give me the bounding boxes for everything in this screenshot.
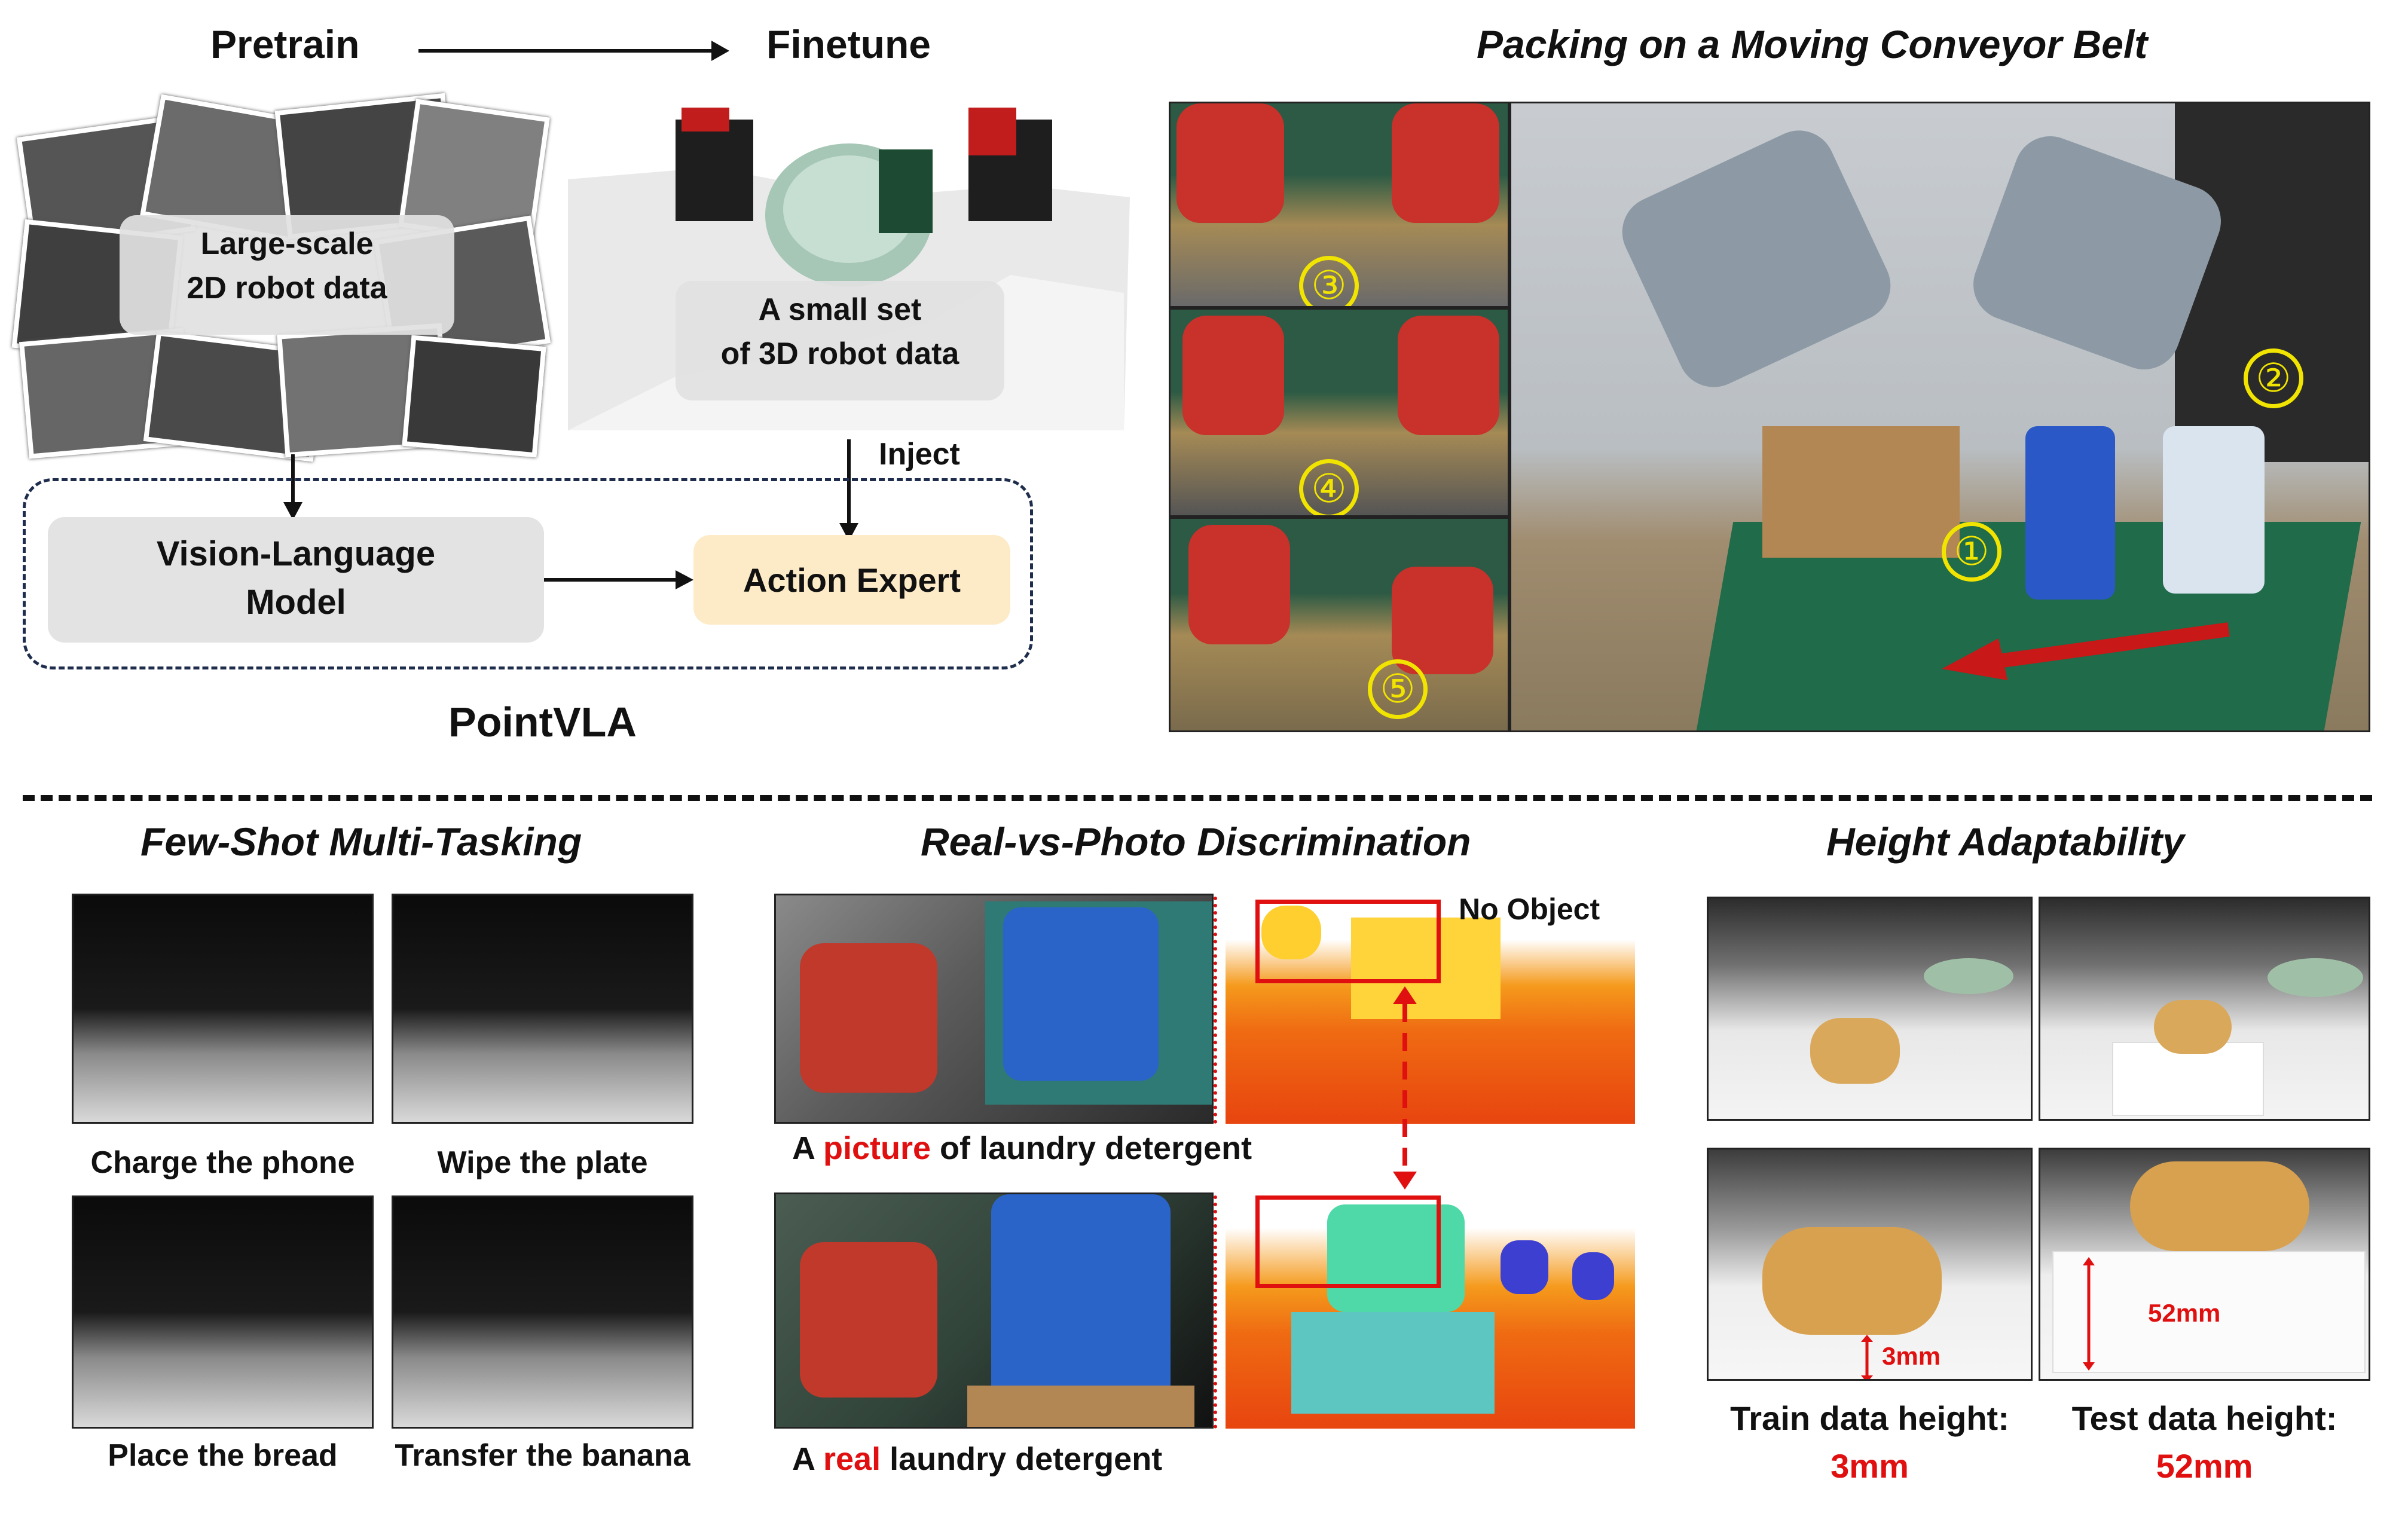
task-caption: Place the bread [108,1438,338,1473]
action-expert-label: Action Expert [742,561,961,599]
train-height-closeup: 3mm [1707,1148,2033,1381]
real-caption-highlight: real [823,1441,881,1477]
real-detergent-depth [1226,1192,1635,1429]
real-caption-suffix: laundry detergent [881,1441,1163,1477]
conveyor-title: Packing on a Moving Conveyor Belt [1477,22,2148,66]
large-data-line2: 2D robot data [187,271,387,305]
task-caption: Transfer the banana [395,1438,690,1473]
vlm-line2: Model [246,583,346,622]
few-shot-title: Few-Shot Multi-Tasking [140,820,582,864]
train-height-photo [1707,897,2033,1121]
small-data-line2: of 3D robot data [720,337,959,371]
3d-point-cloud: A small set of 3D robot data [556,96,1142,436]
picture-caption-highlight: picture [823,1130,931,1166]
test-height-value: 52mm [2156,1447,2253,1485]
vlm-to-action-arrow [544,570,693,589]
test-height-marker [2083,1257,2095,1371]
step4-badge: ④ [1299,459,1359,515]
train-height-value: 3mm [1831,1447,1909,1485]
real-vs-photo-title: Real-vs-Photo Discrimination [921,820,1471,864]
task-wipe-plate-photo [392,894,693,1124]
large-data-label-box: Large-scale 2D robot data [120,215,454,335]
test-height-label: Test data height: [2071,1399,2337,1437]
picture-caption: A picture of laundry detergent [792,1130,1252,1167]
task-charge-phone-photo [72,894,374,1124]
conveyor-direction-arrow [1942,622,2230,680]
task-place-bread-photo [72,1195,374,1429]
train-height-marker [1861,1335,1873,1379]
test-height-photo [2039,897,2370,1121]
inject-down-arrow [839,439,858,541]
no-object-highlight-box [1255,900,1441,983]
vision-language-model-box: Vision-Language Model [48,517,544,643]
finetune-title: Finetune [766,22,931,66]
real-caption-prefix: A [792,1441,823,1477]
step2-badge: ② [2244,348,2303,408]
train-height-small-label: 3mm [1882,1342,1941,1370]
conveyor-step5-photo: ⑤ [1169,517,1509,732]
test-height-small-label: 52mm [2148,1299,2221,1327]
pointvla-label: PointVLA [448,699,637,745]
conveyor-main-photo: ① ② [1509,102,2370,732]
task-caption: Wipe the plate [437,1145,648,1180]
step3-badge: ③ [1299,256,1359,306]
inject-label: Inject [879,437,960,472]
zoom-guide-line [1214,897,1229,1124]
task-caption: Charge the phone [90,1145,355,1180]
step5-badge: ⑤ [1368,659,1428,719]
photo-detergent-depth [1226,894,1635,1124]
photo-detergent-rgb [774,894,1214,1124]
zoom-guide-line [1214,1195,1229,1429]
photo-vs-real-arrow [1393,986,1417,1190]
2d-robot-data-collage: Large-scale 2D robot data [11,90,551,462]
conveyor-step4-photo: ④ [1169,308,1509,517]
section-divider [23,795,2372,801]
pretrain-title: Pretrain [210,22,360,66]
small-data-line1: A small set [758,292,922,327]
step1-badge: ① [1942,522,2001,582]
picture-caption-prefix: A [792,1130,823,1166]
test-height-closeup: 52mm [2039,1148,2370,1381]
no-object-label: No Object [1459,892,1600,926]
small-data-label-box: A small set of 3D robot data [676,281,1004,400]
pretrain-to-finetune-arrow [418,41,729,61]
height-title: Height Adaptability [1826,820,2184,864]
real-detergent-rgb [774,1192,1214,1429]
train-height-label: Train data height: [1730,1399,2009,1437]
action-expert-box: Action Expert [693,535,1010,625]
conveyor-step3-photo: ③ [1169,102,1509,308]
real-object-highlight-box [1255,1195,1441,1288]
large-data-line1: Large-scale [200,227,374,261]
real-caption: A real laundry detergent [792,1441,1162,1478]
vlm-line1: Vision-Language [156,534,436,573]
picture-caption-suffix: of laundry detergent [931,1130,1252,1166]
pointvla-dashed-frame [23,478,1033,669]
task-transfer-banana-photo [392,1195,693,1429]
